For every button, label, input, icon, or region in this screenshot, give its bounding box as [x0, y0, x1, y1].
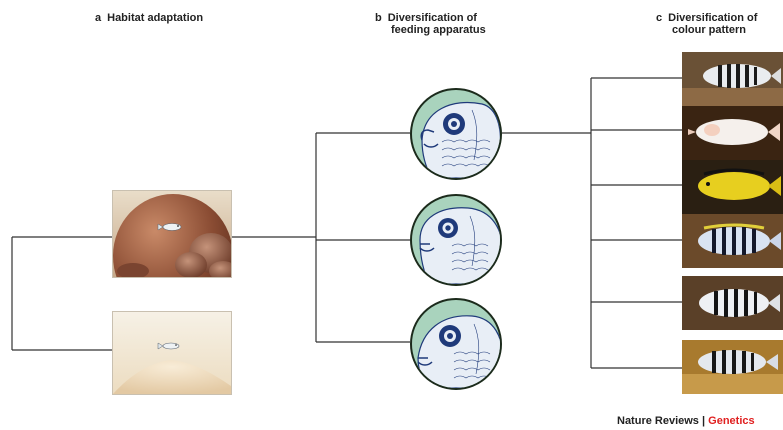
barred-cichlid-photo [682, 276, 783, 330]
yellow-cichlid-photo [682, 160, 783, 214]
blue-barred-cichlid-photo [682, 214, 783, 268]
striped-cichlid-photo [682, 52, 783, 106]
journal-credit: Nature Reviews | Genetics [617, 415, 755, 427]
journal-name: Nature Reviews [617, 415, 699, 427]
sandy-habitat-illustration [112, 311, 232, 395]
white-cichlid-photo [682, 106, 783, 160]
cichlid-head-illustration-1 [410, 88, 502, 180]
journal-section: Genetics [708, 415, 754, 427]
journal-separator: | [699, 415, 708, 427]
cichlid-head-illustration-2 [410, 194, 502, 286]
banded-cichlid-photo [682, 340, 783, 394]
cichlid-head-illustration-3 [410, 298, 502, 390]
rocky-habitat-illustration [112, 190, 232, 278]
